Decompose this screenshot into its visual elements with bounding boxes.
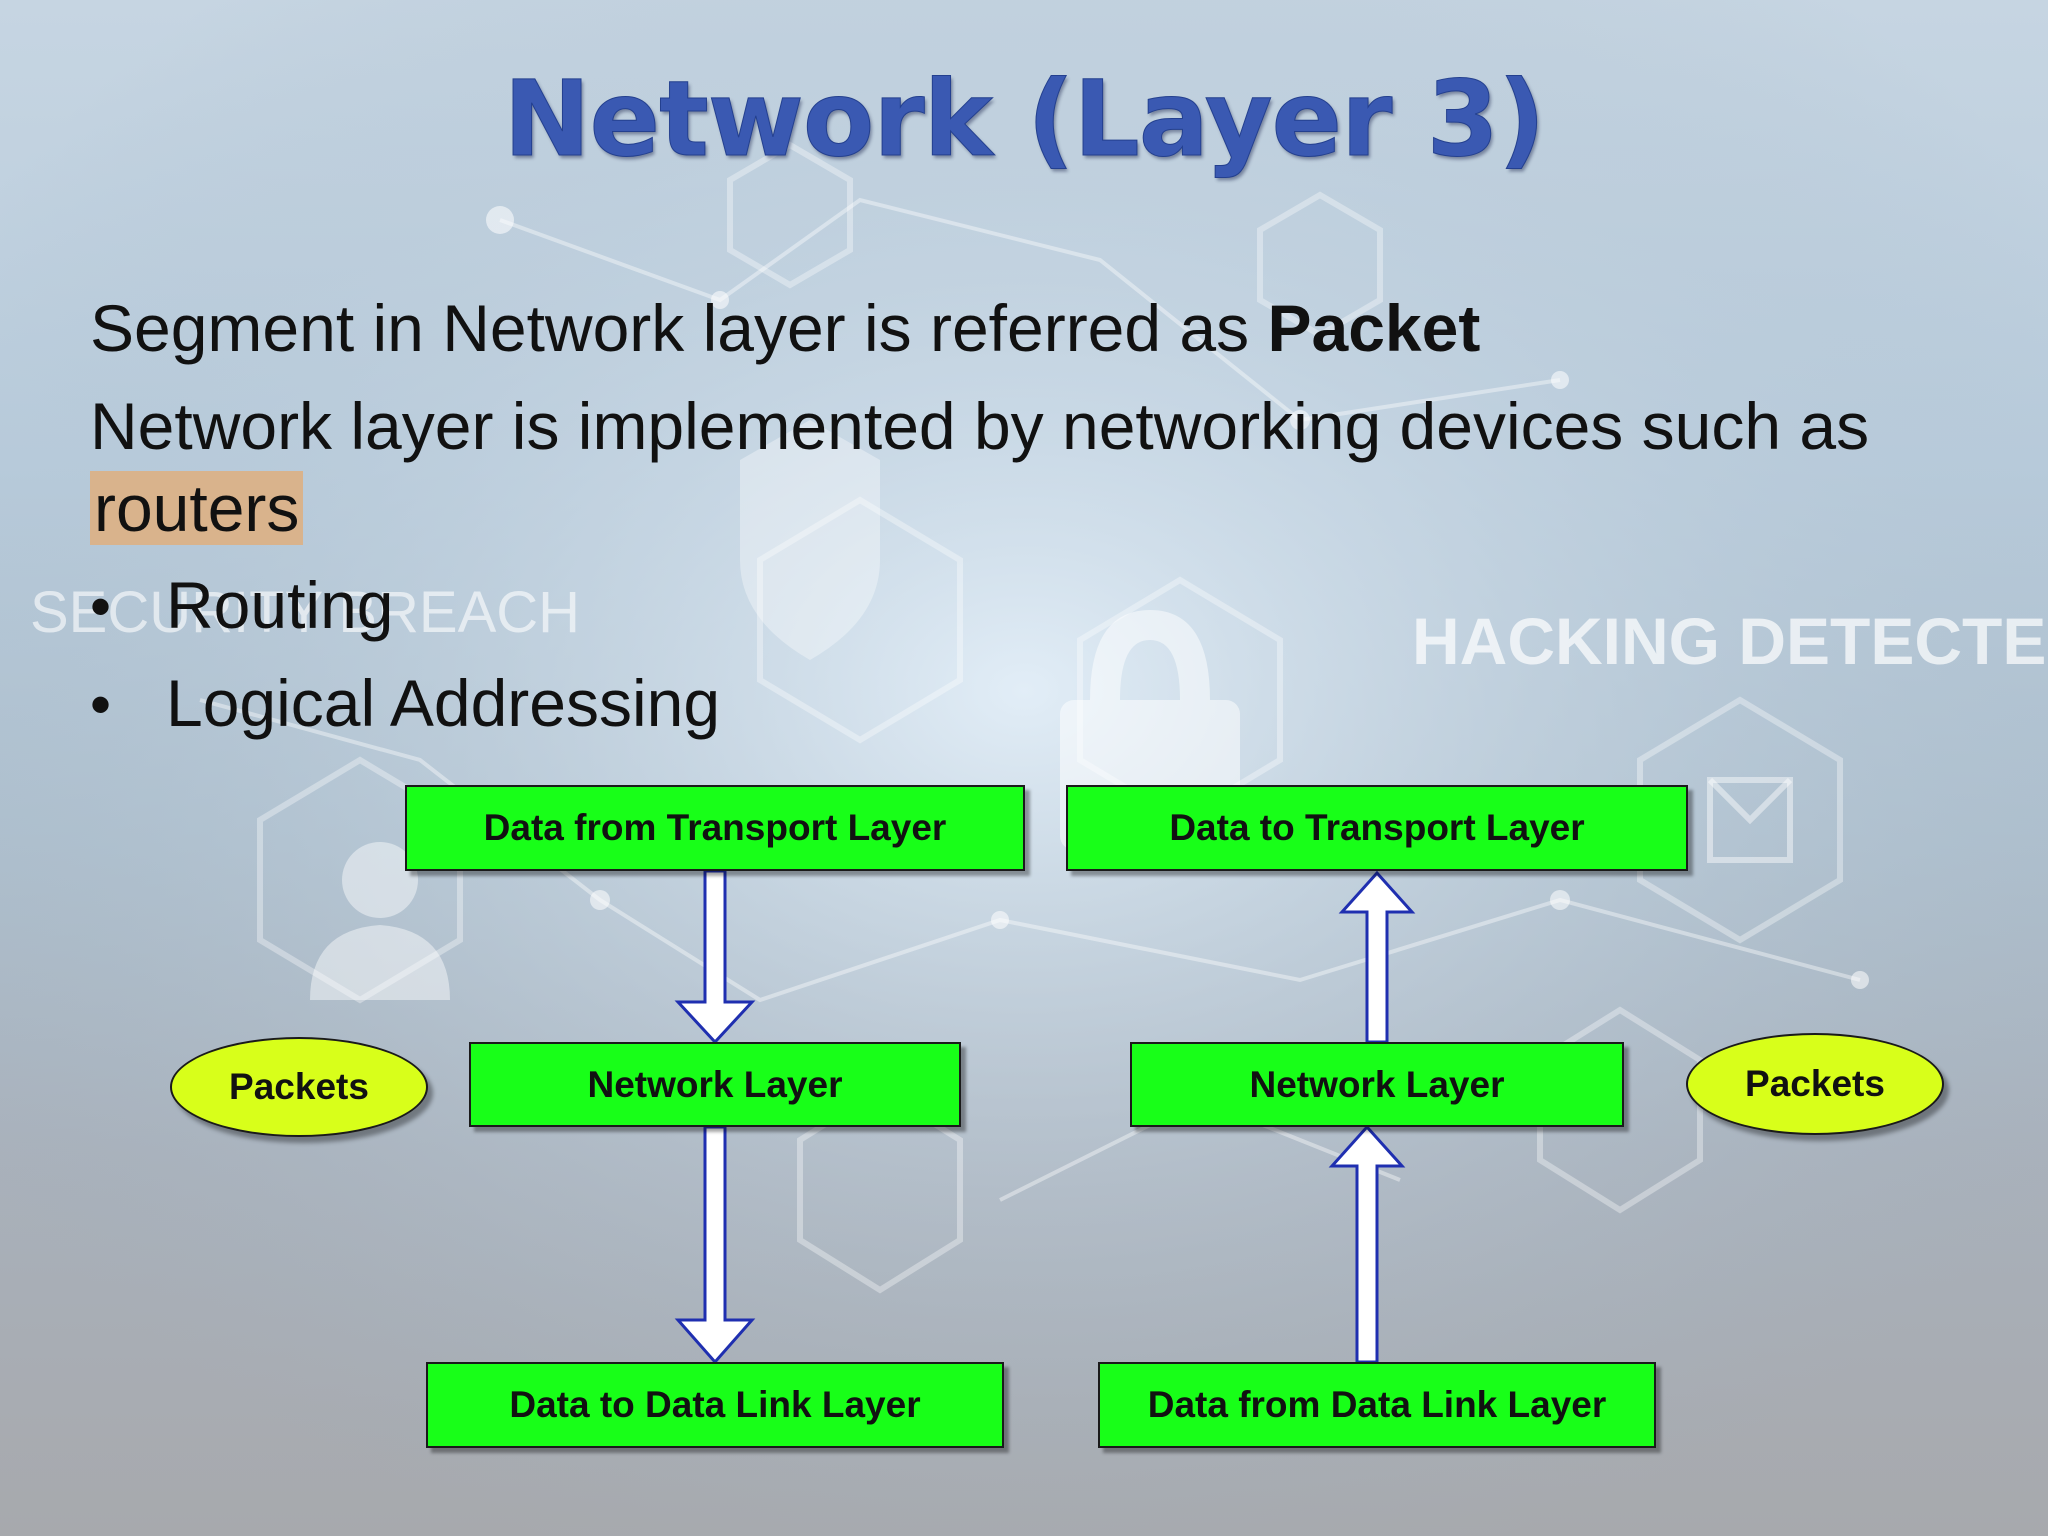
bullet-icon: • (90, 573, 112, 640)
box-data-from-transport-layer: Data from Transport Layer (405, 785, 1025, 871)
body-line-devices: Network layer is implemented by networki… (90, 389, 1870, 463)
security-breach-bg-text: SECURITY BREACH (30, 580, 580, 645)
box-data-from-data-link-layer: Data from Data Link Layer (1098, 1362, 1656, 1448)
box-receiver-network-layer: Network Layer (1130, 1042, 1624, 1127)
bullet-logical-addressing: Logical Addressing (166, 666, 721, 740)
body-line-routers: routers (90, 467, 304, 549)
bullet-routing: Routing (166, 568, 394, 642)
box-sender-network-layer: Network Layer (469, 1042, 961, 1127)
ellipse-sender-packets: Packets (170, 1037, 428, 1137)
packet-term: Packet (1267, 291, 1481, 365)
body-line-packet: Segment in Network layer is referred as … (90, 287, 1480, 369)
box-data-to-transport-layer: Data to Transport Layer (1066, 785, 1688, 871)
line1-text: Segment in Network layer is referred as (90, 291, 1268, 365)
box-data-to-data-link-layer: Data to Data Link Layer (426, 1362, 1004, 1448)
routers-highlight: routers (90, 471, 304, 545)
bullet-icon: • (90, 671, 112, 738)
ellipse-receiver-packets: Packets (1686, 1033, 1944, 1135)
slide-title: Network (Layer 3) (503, 58, 1546, 181)
hacking-detected-bg-text: HACKING DETECTED (1412, 604, 2048, 678)
